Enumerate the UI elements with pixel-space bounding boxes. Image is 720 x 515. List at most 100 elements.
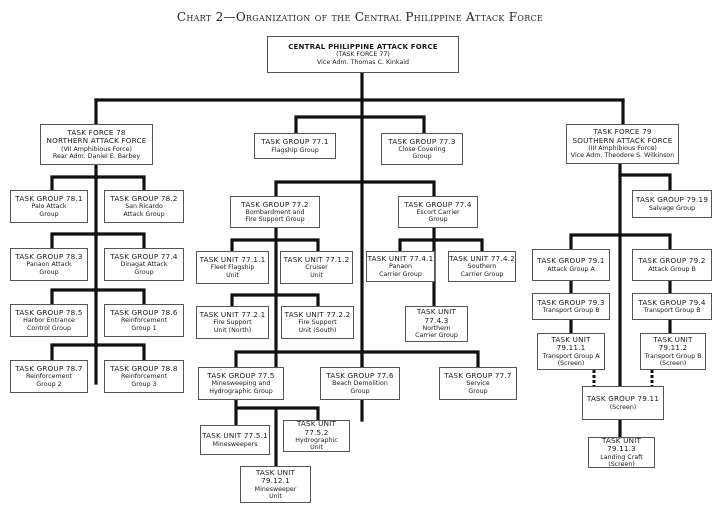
node-head: TASK GROUP 79.11 bbox=[586, 394, 660, 404]
node-line: (TASK FORCE 77) bbox=[336, 51, 390, 59]
node-head: TASK FORCE 79 bbox=[593, 127, 652, 137]
node-tg783: TASK GROUP 78.3 Panaon Attack Group bbox=[10, 248, 88, 281]
node-line: Carrier Group bbox=[460, 270, 504, 278]
node-line: NORTHERN ATTACK FORCE bbox=[46, 136, 147, 146]
node-head: TASK UNIT 77.5.1 bbox=[202, 431, 268, 441]
node-tg781: TASK GROUP 78.1 Palo Attack Group bbox=[10, 190, 88, 223]
node-head: TASK GROUP 77.6 bbox=[326, 371, 394, 381]
node-head: CENTRAL PHILIPPINE ATTACK FORCE bbox=[288, 43, 438, 52]
node-line: San Ricardo bbox=[125, 203, 163, 211]
node-tg791: TASK GROUP 79.1 Attack Group A bbox=[532, 249, 610, 281]
node-head: TASK GROUP 78.6 bbox=[110, 308, 178, 318]
node-line: Salvage Group bbox=[648, 204, 696, 212]
node-head: TASK GROUP 78.8 bbox=[110, 364, 178, 374]
connector-tf78-r3 bbox=[50, 288, 146, 306]
node-line: Attack Group bbox=[123, 210, 165, 218]
node-line: Fire Support Group bbox=[245, 216, 305, 224]
node-line: Minesweepers bbox=[212, 440, 258, 448]
node-tu7711: TASK UNIT 77.1.1 Fleet Flagship Unit bbox=[196, 251, 269, 284]
node-tu7722: TASK UNIT 77.2.2 Fire Support Unit (Sout… bbox=[281, 306, 354, 339]
node-head: TASK GROUP 79.3 bbox=[537, 297, 605, 307]
node-tg793: TASK GROUP 79.3 Transport Group B bbox=[532, 293, 610, 320]
node-line: Group bbox=[350, 387, 370, 395]
node-line: Minesweeper bbox=[254, 485, 297, 493]
node-line: SOUTHERN ATTACK FORCE bbox=[572, 135, 673, 145]
node-line: (Screen) bbox=[659, 359, 687, 367]
node-line: (Screen) bbox=[609, 403, 637, 411]
node-line: Unit bbox=[226, 271, 239, 279]
node-line: Palo Attack bbox=[31, 203, 67, 211]
node-tu7751: TASK UNIT 77.5.1 Minesweepers bbox=[200, 425, 270, 455]
node-tu7743: TASK UNIT 77.4.3 Northern Carrier Group bbox=[405, 306, 468, 342]
node-line: Northern bbox=[422, 325, 451, 333]
connector-tg772-tg774 bbox=[274, 180, 436, 198]
node-tf79: TASK FORCE 79 SOUTHERN ATTACK FORCE (III… bbox=[566, 124, 679, 164]
connector-tg791-792 bbox=[569, 233, 672, 251]
connector-tg775-777 bbox=[234, 350, 480, 369]
node-line: Unit (South) bbox=[298, 326, 337, 334]
node-line: (Screen) bbox=[608, 460, 635, 468]
node-line: Minesweeping and bbox=[211, 380, 271, 388]
node-tg774-escort: TASK GROUP 77.4 Escort Carrier Group bbox=[398, 196, 478, 228]
node-line: Group bbox=[412, 153, 432, 161]
node-head: TASK UNIT 79.11.1 bbox=[551, 334, 591, 353]
node-head: TASK FORCE 78 bbox=[67, 127, 126, 137]
node-line: Escort Carrier bbox=[416, 208, 460, 216]
node-line: Panaon bbox=[388, 263, 413, 271]
chart-title: Chart 2—Organization of the Central Phil… bbox=[176, 10, 544, 24]
node-tg774-dinagat: TASK GROUP 77.4 Dinagat Attack Group bbox=[104, 248, 184, 281]
node-tu79113: TASK UNIT 79.11.3 Landing Craft (Screen) bbox=[588, 435, 655, 468]
node-line: Bombardment and bbox=[245, 208, 305, 216]
node-tg794: TASK GROUP 79.4 Transport Group B bbox=[632, 293, 712, 320]
connector-tu772x bbox=[230, 293, 320, 308]
node-tg773: TASK GROUP 77.3 Close Covering Group bbox=[381, 133, 463, 165]
node-line: Reinforcement bbox=[120, 317, 168, 325]
node-line: (Screen) bbox=[557, 359, 585, 367]
connector-tg7919 bbox=[618, 173, 672, 192]
node-head: TASK UNIT 77.2.1 bbox=[199, 310, 266, 320]
node-line: Attack Group B bbox=[648, 265, 696, 273]
connector-tf78-r2 bbox=[50, 232, 146, 250]
node-line: (III Amphibious Force) bbox=[588, 145, 657, 153]
node-tg775: TASK GROUP 77.5 Minesweeping and Hydrogr… bbox=[198, 367, 284, 400]
node-head: TASK GROUP 77.5 bbox=[207, 371, 275, 381]
node-line: Group bbox=[428, 216, 448, 224]
node-tg776: TASK GROUP 77.6 Beach Demolition Group bbox=[320, 367, 400, 400]
node-line: Group bbox=[468, 387, 488, 395]
node-head: TASK GROUP 77.3 bbox=[388, 136, 456, 146]
node-head: TASK GROUP 77.2 bbox=[241, 199, 309, 209]
node-tg792: TASK GROUP 79.2 Attack Group B bbox=[632, 249, 712, 281]
node-tu7742: TASK UNIT 77.4.2 Southern Carrier Group bbox=[448, 251, 516, 282]
node-head: TASK UNIT 79.11.3 bbox=[601, 435, 642, 454]
node-tg772: TASK GROUP 77.2 Bombardment and Fire Sup… bbox=[230, 196, 320, 228]
node-head: TASK UNIT 77.4.2 bbox=[449, 254, 515, 264]
node-tu79121: TASK UNIT 79.12.1 Minesweeper Unit bbox=[240, 466, 311, 503]
node-head: TASK GROUP 77.4 bbox=[110, 252, 178, 262]
node-head: TASK GROUP 79.19 bbox=[635, 195, 709, 205]
node-line: Unit bbox=[310, 271, 323, 279]
node-head: TASK GROUP 79.2 bbox=[638, 256, 706, 266]
node-head: TASK GROUP 78.5 bbox=[15, 308, 83, 318]
node-line: Beach Demolition bbox=[332, 380, 388, 388]
node-line: Carrier Group bbox=[415, 332, 458, 340]
node-commander: Vice Adm. Theodore S. Wilkinson bbox=[570, 152, 675, 160]
node-line: Group 1 bbox=[131, 324, 157, 332]
connector-tf78-r4 bbox=[50, 343, 146, 362]
node-line: Group 2 bbox=[36, 380, 62, 388]
node-tg785: TASK GROUP 78.5 Harbor Entrance Control … bbox=[10, 304, 88, 337]
node-head: TASK GROUP 79.1 bbox=[537, 256, 605, 266]
node-tg777: TASK GROUP 77.7 Service Group bbox=[439, 367, 517, 400]
node-head: TASK GROUP 78.7 bbox=[15, 364, 83, 374]
node-line: Service bbox=[466, 380, 490, 388]
node-line: Hydrographic bbox=[295, 437, 338, 445]
node-tg788: TASK GROUP 78.8 Reinforcement Group 3 bbox=[104, 360, 184, 393]
node-head: TASK UNIT 77.1.2 bbox=[283, 255, 350, 265]
node-head: TASK UNIT 77.4.3 bbox=[416, 307, 457, 325]
node-head: TASK GROUP 78.3 bbox=[15, 252, 83, 262]
node-tf77: CENTRAL PHILIPPINE ATTACK FORCE (TASK FO… bbox=[267, 36, 459, 73]
node-head: TASK UNIT 77.4.1 bbox=[367, 254, 434, 264]
node-head: TASK UNIT 77.2.2 bbox=[284, 310, 351, 320]
node-line: Harbor Entrance bbox=[23, 317, 75, 325]
node-line: Reinforcement bbox=[25, 373, 73, 381]
node-tg786: TASK GROUP 78.6 Reinforcement Group 1 bbox=[104, 304, 184, 337]
